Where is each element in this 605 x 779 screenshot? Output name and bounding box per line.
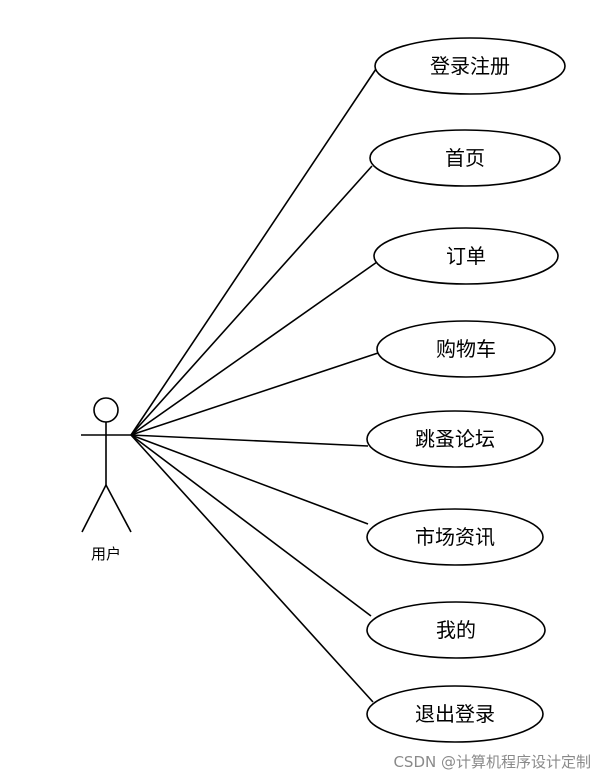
association-line-8 bbox=[130, 434, 374, 703]
use-case-ellipse bbox=[366, 601, 546, 659]
association-line-3 bbox=[130, 261, 378, 436]
use-case-label: 我的 bbox=[436, 618, 476, 642]
use-case-ellipse bbox=[374, 37, 566, 95]
use-case-label: 市场资讯 bbox=[415, 525, 495, 549]
use-case-7: 我的 bbox=[366, 601, 546, 659]
use-case-4: 购物车 bbox=[376, 320, 556, 378]
actor-right-leg bbox=[105, 484, 132, 533]
use-case-ellipse bbox=[373, 227, 559, 285]
association-line-7 bbox=[130, 434, 372, 617]
use-case-label: 退出登录 bbox=[415, 702, 495, 726]
association-line-6 bbox=[130, 434, 369, 525]
use-case-label: 订单 bbox=[446, 244, 486, 268]
use-case-8: 退出登录 bbox=[366, 685, 544, 743]
use-case-5: 跳蚤论坛 bbox=[366, 410, 544, 468]
association-line-4 bbox=[130, 352, 379, 436]
use-case-6: 市场资讯 bbox=[366, 508, 544, 566]
actor-left-leg bbox=[81, 484, 107, 533]
use-case-ellipse bbox=[366, 410, 544, 468]
actor-user: 用户 bbox=[81, 397, 132, 563]
actor-head bbox=[93, 397, 119, 423]
use-case-1: 登录注册 bbox=[374, 37, 566, 95]
use-case-label: 购物车 bbox=[436, 337, 496, 361]
association-line-5 bbox=[130, 434, 369, 447]
use-case-ellipse bbox=[376, 320, 556, 378]
use-case-2: 首页 bbox=[369, 129, 561, 187]
use-case-label: 首页 bbox=[445, 146, 485, 170]
watermark: CSDN @计算机程序设计定制 bbox=[393, 753, 591, 771]
use-case-ellipse bbox=[366, 685, 544, 743]
use-case-label: 跳蚤论坛 bbox=[415, 427, 495, 451]
use-case-ellipse bbox=[366, 508, 544, 566]
use-case-3: 订单 bbox=[373, 227, 559, 285]
association-line-2 bbox=[130, 165, 373, 436]
association-line-1 bbox=[130, 68, 377, 436]
actor-label: 用户 bbox=[91, 545, 121, 563]
association-lines bbox=[130, 68, 379, 703]
use-case-ellipse bbox=[369, 129, 561, 187]
use-case-label: 登录注册 bbox=[430, 54, 510, 78]
